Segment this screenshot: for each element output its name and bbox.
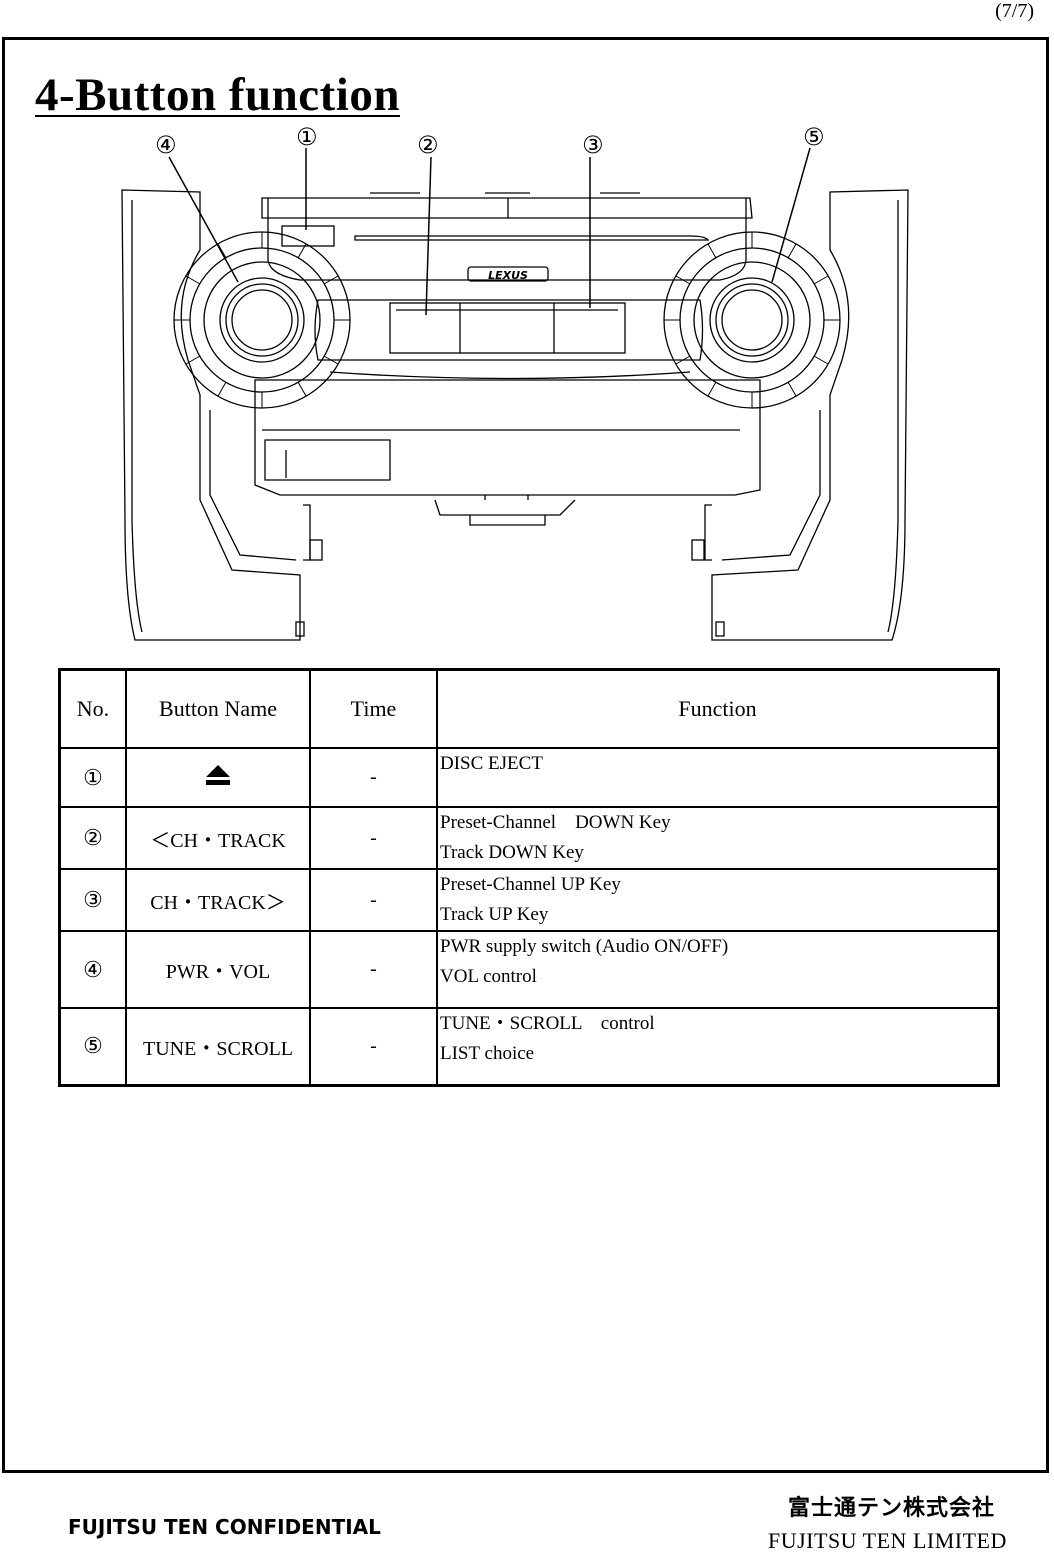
row-no: ⑤ <box>58 1007 127 1086</box>
row-no: ① <box>58 747 127 808</box>
row-no: ② <box>58 806 127 870</box>
header-function: Function <box>436 668 1000 749</box>
row-button-name: ＜CH・TRACK <box>125 806 311 870</box>
row-time: - <box>309 806 438 870</box>
audio-unit-diagram: LEXUS <box>121 147 909 641</box>
callout-5: ⑤ <box>803 123 825 151</box>
lexus-logo-text: LEXUS <box>488 269 528 282</box>
row-button-name: PWR・VOL <box>125 930 311 1009</box>
eject-icon <box>206 764 230 785</box>
row-time: - <box>309 868 438 932</box>
table-header-row: No. Button Name Time Function <box>58 668 1000 749</box>
function-line: DISC EJECT <box>440 753 543 774</box>
row-no: ④ <box>58 930 127 1009</box>
confidential-notice: FUJITSU TEN CONFIDENTIAL <box>68 1515 381 1539</box>
company-name-japanese: 富士通テン株式会社 <box>788 1496 996 1521</box>
callout-4: ④ <box>155 131 177 159</box>
page-frame <box>2 37 1049 1473</box>
row-function: DISC EJECT <box>436 747 1000 808</box>
header-time: Time <box>309 668 438 749</box>
row-function: Preset-Channel DOWN Key Track DOWN Key <box>436 806 1000 870</box>
table-row: ① - DISC EJECT <box>58 747 1000 808</box>
row-function: PWR supply switch (Audio ON/OFF) VOL con… <box>436 930 1000 1009</box>
function-line: LIST choice <box>440 1043 535 1064</box>
company-name-english: FUJITSU TEN LIMITED <box>768 1528 1007 1553</box>
function-line: Preset-Channel DOWN Key <box>440 812 671 833</box>
row-button-name <box>125 747 311 808</box>
button-function-table: No. Button Name Time Function ① - DISC E… <box>58 668 1000 1087</box>
row-time: - <box>309 930 438 1009</box>
function-line: TUNE・SCROLL control <box>440 1013 655 1034</box>
header-no: No. <box>58 668 127 749</box>
row-no: ③ <box>58 868 127 932</box>
header-button-name: Button Name <box>125 668 311 749</box>
function-line: Track UP Key <box>440 904 549 925</box>
table-row: ② ＜CH・TRACK - Preset-Channel DOWN Key Tr… <box>58 806 1000 870</box>
function-line: Track DOWN Key <box>440 842 584 863</box>
function-line: PWR supply switch (Audio ON/OFF) <box>440 936 729 957</box>
row-button-name: TUNE・SCROLL <box>125 1007 311 1086</box>
table-row: ④ PWR・VOL - PWR supply switch (Audio ON/… <box>58 930 1000 1009</box>
page-number: (7/7) <box>995 0 1034 22</box>
row-time: - <box>309 1007 438 1086</box>
table-row: ⑤ TUNE・SCROLL - TUNE・SCROLL control LIST… <box>58 1007 1000 1086</box>
function-line: VOL control <box>440 966 537 987</box>
callout-3: ③ <box>582 131 604 159</box>
section-title: 4-Button function <box>35 69 400 121</box>
callout-1: ① <box>296 123 318 151</box>
row-button-name: CH・TRACK＞ <box>125 868 311 932</box>
row-function: TUNE・SCROLL control LIST choice <box>436 1007 1000 1086</box>
table-row: ③ CH・TRACK＞ - Preset-Channel UP Key Trac… <box>58 868 1000 932</box>
row-function: Preset-Channel UP Key Track UP Key <box>436 868 1000 932</box>
callout-2: ② <box>417 131 439 159</box>
row-time: - <box>309 747 438 808</box>
function-line: Preset-Channel UP Key <box>440 874 621 895</box>
